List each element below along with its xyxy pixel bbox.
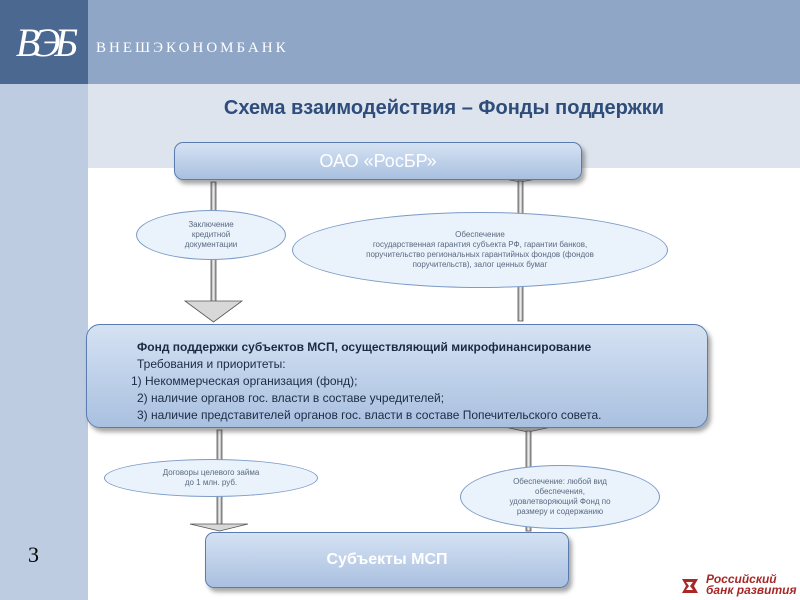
sme-subjects-box: Субъекты МСП bbox=[205, 532, 569, 588]
ellipse-line: обеспечения, bbox=[535, 487, 585, 496]
left-strip bbox=[0, 84, 88, 600]
header-band bbox=[0, 0, 800, 84]
ellipse-line: размеру и содержанию bbox=[516, 507, 604, 516]
rbd-line-1: Российский bbox=[706, 572, 777, 586]
ellipse-line: Заключение bbox=[188, 220, 234, 229]
fund-requirement: 3) наличие представителей органов гос. в… bbox=[137, 408, 602, 422]
rbd-line-2: банк развития bbox=[706, 583, 797, 597]
ellipse-line: поручительств), залог ценных бумаг bbox=[412, 260, 548, 269]
fund-subtitle: Требования и приоритеты: bbox=[137, 357, 286, 371]
ellipse-line: Договоры целевого займа bbox=[162, 468, 260, 477]
ellipse-line: поручительство региональных гарантийных … bbox=[366, 250, 594, 259]
page-title: Схема взаимодействия – Фонды поддержки bbox=[223, 97, 665, 119]
rosbr-box: ОАО «РосБР» bbox=[174, 142, 582, 180]
rbd-mark-icon bbox=[682, 579, 698, 593]
page-number: 3 bbox=[28, 542, 39, 567]
ellipse-line: удовлетворяющий Фонд по bbox=[509, 497, 611, 506]
fund-requirement: 1) Некоммерческая организация (фонд); bbox=[131, 374, 358, 388]
ellipse-line: государственная гарантия субъекта РФ, га… bbox=[372, 240, 588, 249]
ellipse-line: Обеспечение: любой вид bbox=[513, 477, 607, 486]
ellipse-security-guarantees: Обеспечение государственная гарантия суб… bbox=[292, 212, 668, 288]
rbd-logo: Российский банк развития bbox=[680, 572, 798, 598]
fund-requirement: 2) наличие органов гос. власти в составе… bbox=[137, 391, 445, 405]
ellipse-any-security: Обеспечение: любой вид обеспечения, удов… bbox=[460, 465, 660, 529]
ellipse-line: документации bbox=[184, 240, 238, 249]
support-fund-box: Фонд поддержки субъектов МСП, осуществля… bbox=[86, 324, 708, 428]
ellipse-credit-documentation: Заключение кредитной документации bbox=[136, 210, 286, 260]
ellipse-line: до 1 млн. руб. bbox=[184, 478, 238, 487]
logo-mark: ВЭБ bbox=[15, 19, 78, 65]
ellipse-loan-agreements: Договоры целевого займа до 1 млн. руб. bbox=[104, 459, 318, 497]
ellipse-line: кредитной bbox=[191, 230, 231, 239]
bank-name: ВНЕШЭКОНОМБАНК bbox=[96, 40, 289, 56]
veb-logo: ВЭБ bbox=[0, 0, 88, 84]
ellipse-line: Обеспечение bbox=[455, 230, 505, 239]
fund-title: Фонд поддержки субъектов МСП, осуществля… bbox=[137, 340, 592, 354]
